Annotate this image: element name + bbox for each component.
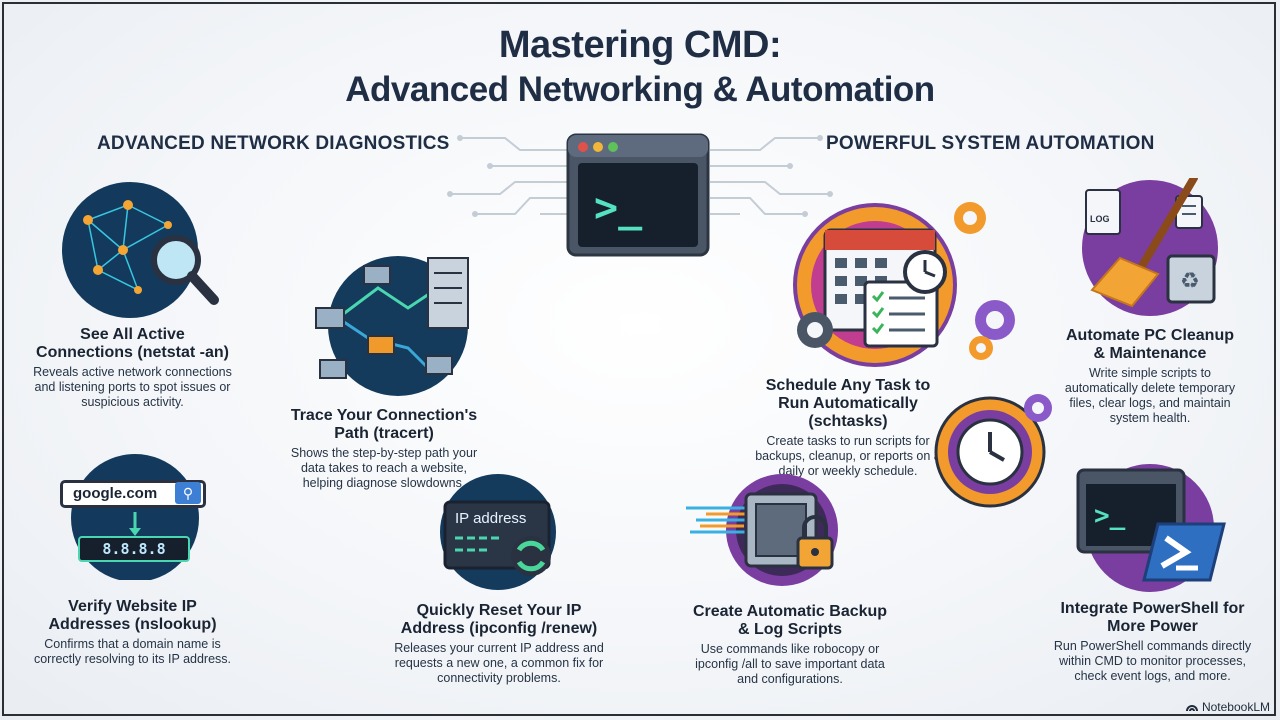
title-line-1: Mastering CMD: (498, 24, 782, 66)
search-icon: ⚲ (175, 482, 201, 504)
cleanup-description: Write simple scripts to automatically de… (1064, 366, 1236, 425)
notebooklm-watermark: NotebookLM (1185, 700, 1270, 714)
backup-block: Create Automatic Backup & Log Scripts Us… (690, 603, 890, 687)
log-label: LOG (1090, 214, 1110, 224)
tracert-heading: Trace Your Connection's Path (tracert) (290, 407, 478, 442)
route-trace-icon (315, 256, 469, 396)
schtasks-block: Schedule Any Task to Run Automatically (… (748, 377, 948, 479)
clock-gear-icon (934, 394, 1052, 508)
nslookup-description: Confirms that a domain name is correctly… (33, 637, 232, 666)
powershell-heading: Integrate PowerShell for More Power (1060, 600, 1245, 635)
ipconfig-block: Quickly Reset Your IP Address (ipconfig … (386, 602, 612, 686)
backup-heading: Create Automatic Backup & Log Scripts (692, 603, 888, 638)
backup-vault-icon (686, 474, 838, 586)
ip-address-label: IP address (455, 510, 527, 527)
network-magnifier-icon (62, 182, 219, 318)
powershell-block: Integrate PowerShell for More Power Run … (1045, 600, 1260, 684)
calendar-clock-icon (793, 202, 1015, 367)
powershell-icon: >_ (1076, 464, 1226, 592)
netstat-block: See All Active Connections (netstat -an)… (30, 326, 235, 410)
backup-description: Use commands like robocopy or ipconfig /… (695, 642, 885, 686)
title-line-2: Advanced Networking & Automation (345, 70, 935, 109)
watermark-label: NotebookLM (1201, 700, 1270, 714)
schtasks-heading: Schedule Any Task to Run Automatically (… (765, 377, 931, 430)
cleanup-heading: Automate PC Cleanup & Maintenance (1065, 327, 1234, 362)
nslookup-block: Verify Website IP Addresses (nslookup) C… (30, 598, 235, 667)
svg-text:♻: ♻ (1180, 269, 1200, 294)
powershell-description: Run PowerShell commands directly within … (1053, 639, 1252, 683)
nslookup-heading: Verify Website IP Addresses (nslookup) (48, 598, 217, 633)
tracert-block: Trace Your Connection's Path (tracert) S… (285, 407, 483, 491)
section-left-heading: ADVANCED NETWORK DIAGNOSTICS (97, 133, 450, 154)
ip-result: 8.8.8.8 (78, 536, 190, 562)
svg-text:>_: >_ (1094, 501, 1126, 531)
cleanup-block: Automate PC Cleanup & Maintenance Write … (1060, 327, 1240, 426)
netstat-description: Reveals active network connections and l… (33, 365, 232, 409)
terminal-icon: >_ (566, 133, 710, 257)
schtasks-description: Create tasks to run scripts for backups,… (755, 434, 941, 478)
ipconfig-description: Releases your current IP address and req… (394, 641, 604, 685)
broom-cleanup-icon: ♻ LOG (1072, 178, 1227, 318)
netstat-heading: See All Active Connections (netstat -an) (36, 326, 229, 361)
notebooklm-logo-icon (1185, 705, 1198, 712)
section-right-heading: POWERFUL SYSTEM AUTOMATION (826, 133, 1155, 154)
terminal-prompt: >_ (594, 185, 643, 231)
dns-lookup-icon: google.com ⚲ 8.8.8.8 (60, 450, 210, 580)
ipconfig-heading: Quickly Reset Your IP Address (ipconfig … (400, 602, 598, 637)
circuit-lines (447, 135, 833, 217)
ip-refresh-icon: IP address (433, 470, 563, 590)
tracert-description: Shows the step-by-step path your data ta… (290, 446, 478, 490)
